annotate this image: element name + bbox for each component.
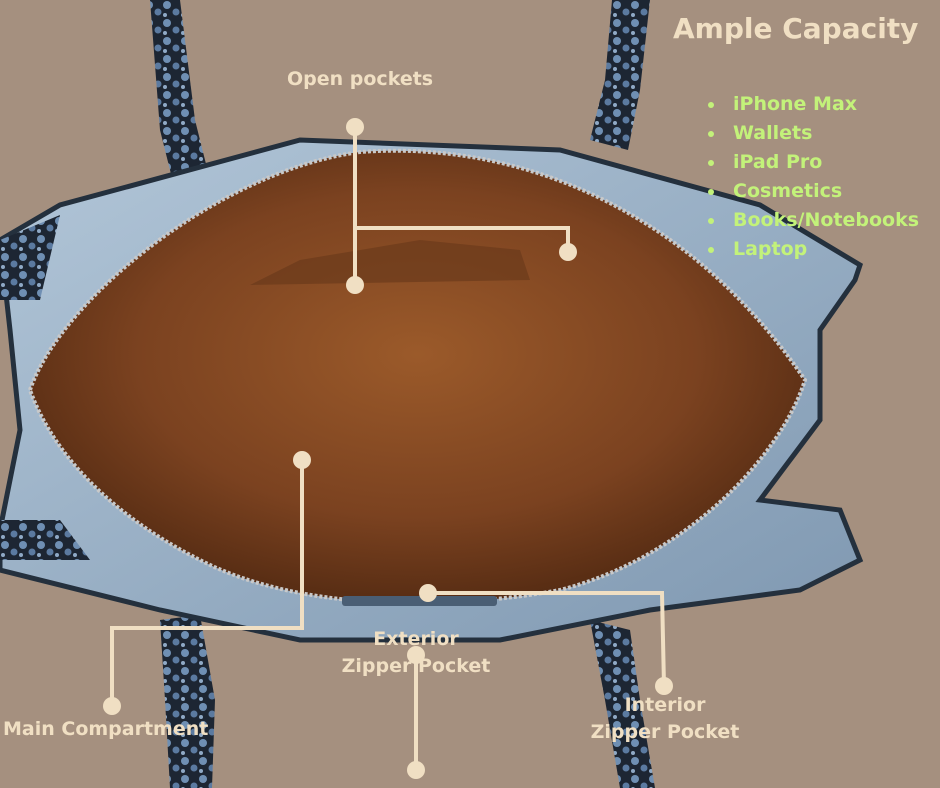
- capacity-item: Cosmetics: [706, 177, 919, 206]
- bag-handles: [150, 0, 655, 788]
- capacity-item: Wallets: [706, 119, 919, 148]
- bag-lining: [27, 148, 808, 606]
- ample-capacity-title: Ample Capacity: [673, 12, 919, 45]
- main-compartment-label: Main Compartment: [3, 718, 209, 740]
- main-compartment-line: [110, 458, 304, 708]
- capacity-item: iPad Pro: [706, 148, 919, 177]
- open-pockets-label: Open pockets: [287, 68, 434, 90]
- exterior-zipper-pocket-label: Exterior Zipper Pocket: [341, 628, 491, 677]
- interior-zipper-pocket-label: Interior Zipper Pocket: [590, 694, 740, 743]
- capacity-item: Books/Notebooks: [706, 206, 919, 235]
- capacity-item: iPhone Max: [706, 90, 919, 119]
- capacity-item: Laptop: [706, 235, 919, 264]
- interior-zipper-line: [426, 591, 666, 688]
- callout-dots: [103, 118, 673, 779]
- capacity-list: iPhone Max Wallets iPad Pro Cosmetics Bo…: [706, 90, 919, 264]
